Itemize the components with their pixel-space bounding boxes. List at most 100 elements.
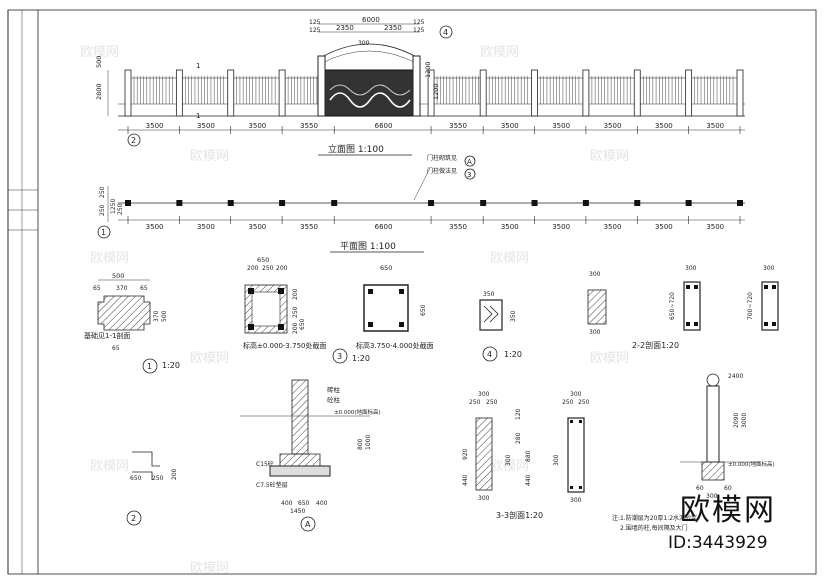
- fence-post: [479, 69, 487, 117]
- svg-text:200: 200: [276, 265, 288, 272]
- svg-text:300: 300: [505, 454, 512, 466]
- plan-post: [582, 200, 589, 206]
- svg-text:370: 370: [116, 285, 128, 292]
- fence-post: [227, 69, 235, 117]
- svg-text:200: 200: [292, 322, 299, 334]
- svg-text:65: 65: [140, 285, 148, 292]
- svg-text:200: 200: [171, 468, 178, 480]
- svg-text:标高3.750-4.000处截面: 标高3.750-4.000处截面: [356, 341, 434, 350]
- svg-text:650: 650: [130, 475, 142, 482]
- detail-section-b: 650 650 标高3.750-4.000处截面 3 1:20: [332, 264, 434, 364]
- svg-text:2.围墙的柱,每间隔及大门: 2.围墙的柱,每间隔及大门: [620, 524, 688, 532]
- svg-text:250: 250: [117, 203, 124, 215]
- fence-post: [531, 69, 538, 117]
- svg-text:125: 125: [413, 19, 425, 26]
- svg-text:440: 440: [525, 474, 532, 486]
- svg-text:门柱砌筑见: 门柱砌筑见: [427, 154, 457, 162]
- svg-text:欧模网: 欧模网: [590, 149, 629, 164]
- svg-text:门柱做法见: 门柱做法见: [427, 167, 457, 175]
- svg-text:欧模网: 欧模网: [490, 459, 529, 474]
- svg-text:标高±0.000-3.750处截面: 标高±0.000-3.750处截面: [243, 341, 326, 350]
- plan-title: 平面图 1:100: [340, 241, 396, 252]
- svg-text:500: 500: [161, 310, 168, 322]
- svg-text:300: 300: [706, 493, 718, 500]
- svg-text:1: 1: [101, 228, 106, 237]
- svg-text:2400: 2400: [728, 373, 743, 380]
- svg-text:C15砼: C15砼: [256, 460, 274, 468]
- svg-text:280: 280: [515, 432, 522, 444]
- plan-post: [125, 200, 131, 206]
- svg-text:500: 500: [112, 272, 124, 280]
- svg-text:1200: 1200: [424, 61, 432, 78]
- svg-text:250: 250: [486, 399, 498, 406]
- elevation-dim-label: 3500: [706, 122, 724, 130]
- fence-post: [124, 69, 132, 117]
- svg-text:1:20: 1:20: [162, 361, 180, 370]
- svg-text:250: 250: [99, 186, 106, 198]
- svg-text:350: 350: [510, 310, 517, 322]
- elevation-dim-label: 3500: [197, 122, 215, 130]
- plan-dim-label: 3500: [552, 223, 570, 231]
- svg-text:250: 250: [292, 306, 299, 318]
- svg-text:注:1.防潮层为20厚1:2水泥砂浆: 注:1.防潮层为20厚1:2水泥砂浆: [612, 514, 697, 522]
- fence-post: [582, 69, 590, 117]
- svg-text:2350: 2350: [336, 24, 354, 32]
- plan-post: [685, 200, 692, 206]
- elevation-dim-label: 3500: [146, 122, 164, 130]
- fence-post: [633, 69, 641, 117]
- svg-text:920: 920: [462, 448, 469, 460]
- svg-text:650: 650: [380, 264, 392, 272]
- svg-text:1: 1: [196, 62, 200, 70]
- svg-text:1:20: 1:20: [352, 354, 370, 363]
- svg-text:250: 250: [562, 399, 574, 406]
- sheet-border: [7, 9, 817, 575]
- svg-text:300: 300: [478, 391, 490, 398]
- detail-foundation-a: 砖柱 砼柱 ±0.000(地面标高) C15砼 C7.5砼垫层 400 650 …: [240, 379, 381, 532]
- svg-text:4: 4: [443, 28, 448, 37]
- svg-text:2-2剖面1:20: 2-2剖面1:20: [632, 340, 679, 350]
- fence-post: [427, 69, 435, 117]
- svg-text:370: 370: [153, 310, 160, 322]
- svg-text:120: 120: [515, 408, 522, 420]
- svg-text:200: 200: [247, 265, 259, 272]
- svg-text:700~720: 700~720: [747, 292, 754, 320]
- svg-text:±0.000(地面标高): ±0.000(地面标高): [334, 408, 381, 416]
- svg-text:欧模网: 欧模网: [190, 561, 229, 576]
- svg-text:300: 300: [685, 265, 697, 272]
- plan-dim-label: 3500: [197, 223, 215, 231]
- svg-text:A: A: [467, 158, 472, 166]
- svg-text:300: 300: [589, 329, 601, 336]
- elevation-dim-label: 3500: [655, 122, 673, 130]
- plan-dim-label: 3500: [655, 223, 673, 231]
- detail-section-a: 650 200 250 200 650 200 250 200 标高±0.000…: [243, 256, 326, 350]
- detail-4: 350 350 4 1:20: [479, 291, 522, 362]
- svg-text:300: 300: [570, 497, 582, 504]
- notes: 注:1.防潮层为20厚1:2水泥砂浆 2.围墙的柱,每间隔及大门: [612, 514, 697, 532]
- plan-dim-label: 3550: [449, 223, 467, 231]
- plan-post: [176, 200, 183, 206]
- plan-dim-label: 3500: [146, 223, 164, 231]
- svg-text:400: 400: [281, 500, 293, 507]
- svg-text:A: A: [305, 520, 311, 529]
- svg-text:1: 1: [196, 112, 200, 120]
- svg-text:500: 500: [95, 56, 103, 68]
- svg-text:3000: 3000: [741, 413, 748, 428]
- svg-text:300: 300: [589, 271, 601, 278]
- brand-id: ID:3443929: [668, 533, 768, 553]
- elevation-dim-label: 3500: [248, 122, 266, 130]
- svg-text:1: 1: [147, 362, 152, 371]
- fence-post: [175, 69, 183, 117]
- svg-text:650~720: 650~720: [669, 292, 676, 320]
- svg-text:250: 250: [578, 399, 590, 406]
- svg-text:650: 650: [299, 318, 306, 330]
- detail-post-elevation: 2400 2090 3000 60 300 60 ±0.000(地面标高): [680, 373, 775, 500]
- detail-1: 500 65 370 65 370 500 65 基础见1-1剖面 1 1:20: [84, 272, 180, 374]
- svg-text:440: 440: [462, 474, 469, 486]
- svg-text:2090: 2090: [733, 413, 740, 428]
- svg-text:1000: 1000: [365, 435, 372, 450]
- svg-text:250: 250: [262, 265, 274, 272]
- fence-post: [685, 69, 693, 117]
- svg-text:125: 125: [309, 27, 321, 34]
